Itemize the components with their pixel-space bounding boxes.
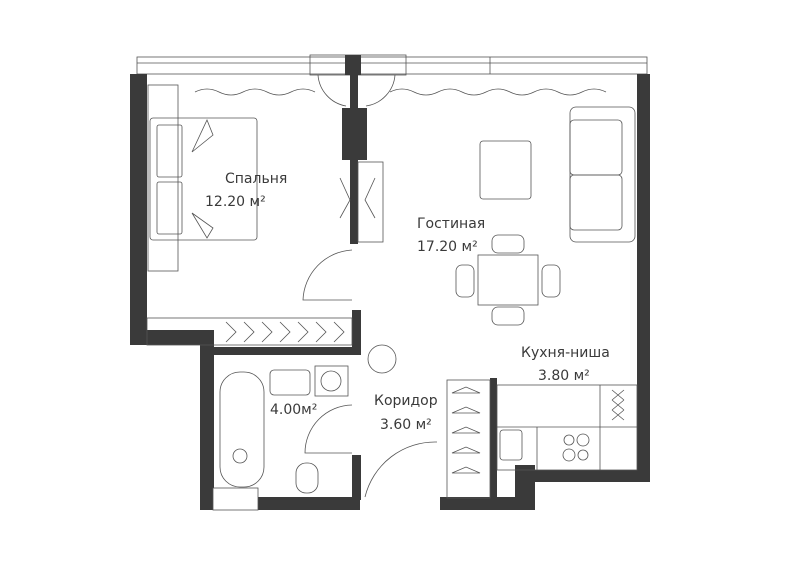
coffee-table [479,140,532,200]
corridor-name: Коридор [374,393,438,409]
closet-corridor [446,379,491,499]
round-table [367,344,397,374]
kitchen-counter [496,384,638,471]
bedroom-door [302,249,353,301]
kitchen-area: 3.80 м² [538,368,590,384]
coat-hangers [451,386,481,474]
drain-icon [232,448,248,464]
cooktop [562,433,590,462]
bedroom-area: 12.20 м² [205,194,266,210]
curtain-bedroom [194,88,316,96]
bedroom-name: Спальня [225,171,287,187]
living-name: Гостиная [417,216,485,232]
washing-machine [314,365,349,397]
wardrobe-doors [339,177,376,219]
balcony-door-right [365,74,396,107]
balcony-door-left [317,74,347,107]
closet-bedroom [146,317,353,346]
fridge-icon [611,389,625,421]
sofa [569,106,636,243]
corridor-area: 3.60 м² [380,417,432,433]
bed [147,84,258,272]
toilet [295,462,319,494]
washer-drum-icon [320,370,342,392]
entrance-door [364,441,438,498]
hangers [225,321,345,343]
curtain-living [389,88,607,96]
wardrobe [357,161,384,243]
sink [269,369,311,396]
bathroom-area: 4.00м² [270,402,317,418]
kitchen-name: Кухня-ниша [521,345,610,361]
bathtub [219,371,265,488]
bathroom-door [304,404,353,454]
living-area: 17.20 м² [417,239,478,255]
kitchen-sink [499,429,523,461]
walls [130,74,650,511]
dining-table [455,234,561,326]
window-rail [136,54,648,76]
